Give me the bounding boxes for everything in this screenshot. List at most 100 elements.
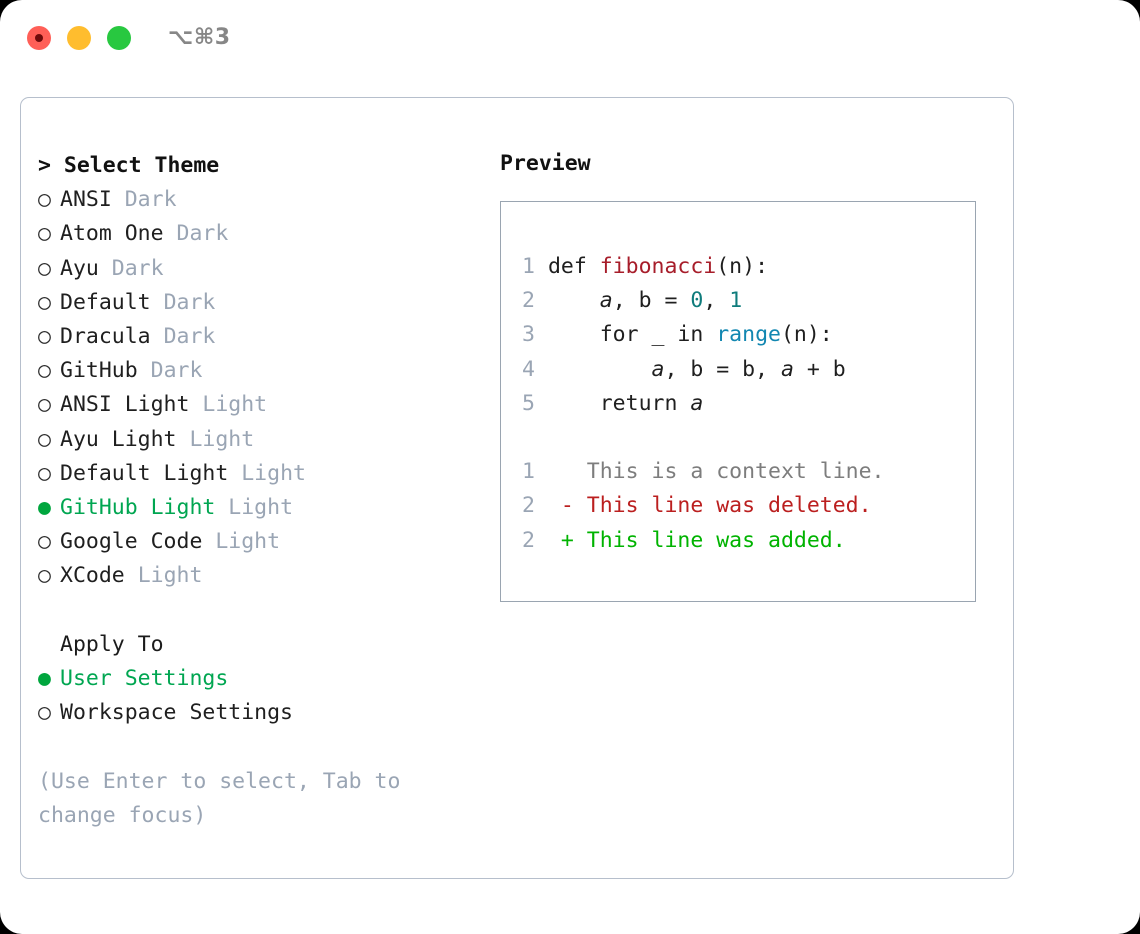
theme-option-ayu-light[interactable]: ○ Ayu Light Light xyxy=(38,423,483,457)
code-token: a xyxy=(690,390,704,416)
maximize-window-icon[interactable] xyxy=(107,26,131,50)
theme-option-dracula[interactable]: ○ Dracula Dark xyxy=(38,320,483,354)
apply-to-option-label: Workspace Settings xyxy=(60,700,293,726)
radio-unselected-icon: ○ xyxy=(38,700,51,726)
apply-to-label: Apply To xyxy=(60,631,164,657)
code-token: a xyxy=(780,356,794,382)
theme-option-name: GitHub xyxy=(60,358,138,384)
close-window-icon[interactable] xyxy=(27,26,51,50)
radio-unselected-icon: ○ xyxy=(38,324,51,350)
code-token: , b = b, xyxy=(664,356,781,382)
theme-option-name: Ayu Light xyxy=(60,426,177,452)
code-line: 3 for _ in range(n): xyxy=(513,318,969,352)
radio-unselected-icon: ○ xyxy=(38,255,51,281)
theme-option-ansi-light[interactable]: ○ANSI Light Light xyxy=(38,388,483,422)
code-line-number: 3 xyxy=(522,322,535,348)
minimize-window-icon[interactable] xyxy=(67,26,91,50)
theme-option-github-light[interactable]: ●GitHub Light Light xyxy=(38,491,483,525)
radio-unselected-icon: ○ xyxy=(38,426,51,452)
radio-unselected-icon: ○ xyxy=(38,460,51,486)
diff-sign xyxy=(535,459,587,484)
code-token: , xyxy=(703,288,730,314)
theme-option-ansi[interactable]: ○ANSI Dark xyxy=(38,183,483,217)
radio-unselected-icon: ○ xyxy=(38,289,51,315)
code-line-number: 5 xyxy=(522,390,535,416)
radio-unselected-icon: ○ xyxy=(38,221,51,247)
theme-category-label: Dark xyxy=(111,255,164,281)
code-token: , b = xyxy=(612,288,691,314)
apply-to-option-user-settings[interactable]: ●User Settings xyxy=(38,662,483,696)
prompt-caret: > xyxy=(38,153,64,178)
preview-label: Preview xyxy=(500,151,591,176)
theme-category-label: Light xyxy=(228,495,294,521)
code-line-number: 2 xyxy=(522,288,535,314)
spacer xyxy=(189,392,202,417)
diff-snippet: 1 This is a context line.2 - This line w… xyxy=(513,455,969,558)
code-line: 2 a, b = 0, 1 xyxy=(513,284,969,318)
apply-to-option-workspace-settings[interactable]: ○ Workspace Settings xyxy=(38,696,483,730)
code-line: 4 a, b = b, a + b xyxy=(513,353,969,387)
theme-option-name: ANSI Light xyxy=(60,392,190,418)
apply-to-section: Apply To ●User Settings ○ Workspace Settin… xyxy=(38,628,483,731)
code-token: fibonacci xyxy=(599,254,717,279)
theme-option-github[interactable]: ○ GitHub Dark xyxy=(38,354,483,388)
theme-option-default-light[interactable]: ○ Default Light Light xyxy=(38,457,483,491)
apply-to-option-list: ●User Settings ○ Workspace Settings xyxy=(38,662,483,730)
code-token: a xyxy=(651,356,665,382)
theme-option-ayu[interactable]: ○Ayu Dark xyxy=(38,252,483,286)
theme-category-label: Dark xyxy=(176,221,229,247)
theme-option-name: XCode xyxy=(60,563,125,589)
theme-option-google-code[interactable]: ○Google Code Light xyxy=(38,525,483,559)
diff-text: This line was added. xyxy=(586,527,846,553)
code-token: range xyxy=(716,322,781,348)
diff-line: 1 This is a context line. xyxy=(513,455,969,489)
code-token: def xyxy=(547,254,600,279)
theme-option-name: Dracula xyxy=(60,324,151,350)
theme-category-label: Dark xyxy=(124,187,177,213)
radio-unselected-icon: ○ xyxy=(38,187,51,213)
code-line: 5 return a xyxy=(513,387,969,421)
spacer xyxy=(125,563,138,588)
theme-category-label: Light xyxy=(137,563,203,589)
spacer xyxy=(164,221,177,246)
code-token: a xyxy=(599,288,613,314)
code-token: for _ in xyxy=(599,322,717,348)
theme-category-label: Light xyxy=(189,426,255,452)
theme-option-default[interactable]: ○ Default Dark xyxy=(38,286,483,320)
theme-category-label: Dark xyxy=(163,324,216,350)
diff-line-number: 2 xyxy=(522,493,535,519)
apply-to-option-label: User Settings xyxy=(60,665,229,691)
gutter-gap xyxy=(535,357,652,382)
radio-unselected-icon: ○ xyxy=(38,563,51,589)
theme-option-name: Google Code xyxy=(60,529,203,555)
theme-category-label: Dark xyxy=(150,358,203,384)
spacer xyxy=(177,427,190,452)
spacer xyxy=(99,256,112,281)
diff-sign: + xyxy=(535,527,587,553)
theme-option-name: GitHub Light xyxy=(60,495,216,521)
diff-text: This line was deleted. xyxy=(586,493,872,519)
keyboard-shortcut-label: ⌥⌘3 xyxy=(168,25,231,50)
spacer xyxy=(138,358,151,383)
spacer xyxy=(151,290,164,315)
theme-option-name: Default Light xyxy=(60,460,229,486)
window-titlebar: ⌥⌘3 xyxy=(0,0,1140,78)
theme-option-name: Default xyxy=(60,289,151,315)
code-line-number: 4 xyxy=(522,356,535,382)
theme-option-xcode[interactable]: ○ XCode Light xyxy=(38,559,483,593)
spacer xyxy=(112,187,125,212)
theme-option-atom-one[interactable]: ○Atom One Dark xyxy=(38,217,483,251)
theme-category-label: Dark xyxy=(163,289,216,315)
gutter-gap xyxy=(535,254,548,279)
diff-line: 2 + This line was added. xyxy=(513,524,969,558)
code-line-number: 1 xyxy=(522,254,535,279)
theme-option-list: ○ANSI Dark○Atom One Dark○Ayu Dark○Defaul… xyxy=(38,183,483,593)
code-token: 0 xyxy=(690,288,704,314)
theme-category-label: Light xyxy=(241,460,306,486)
radio-unselected-icon: ○ xyxy=(38,358,51,384)
code-token: (n): xyxy=(780,322,833,348)
